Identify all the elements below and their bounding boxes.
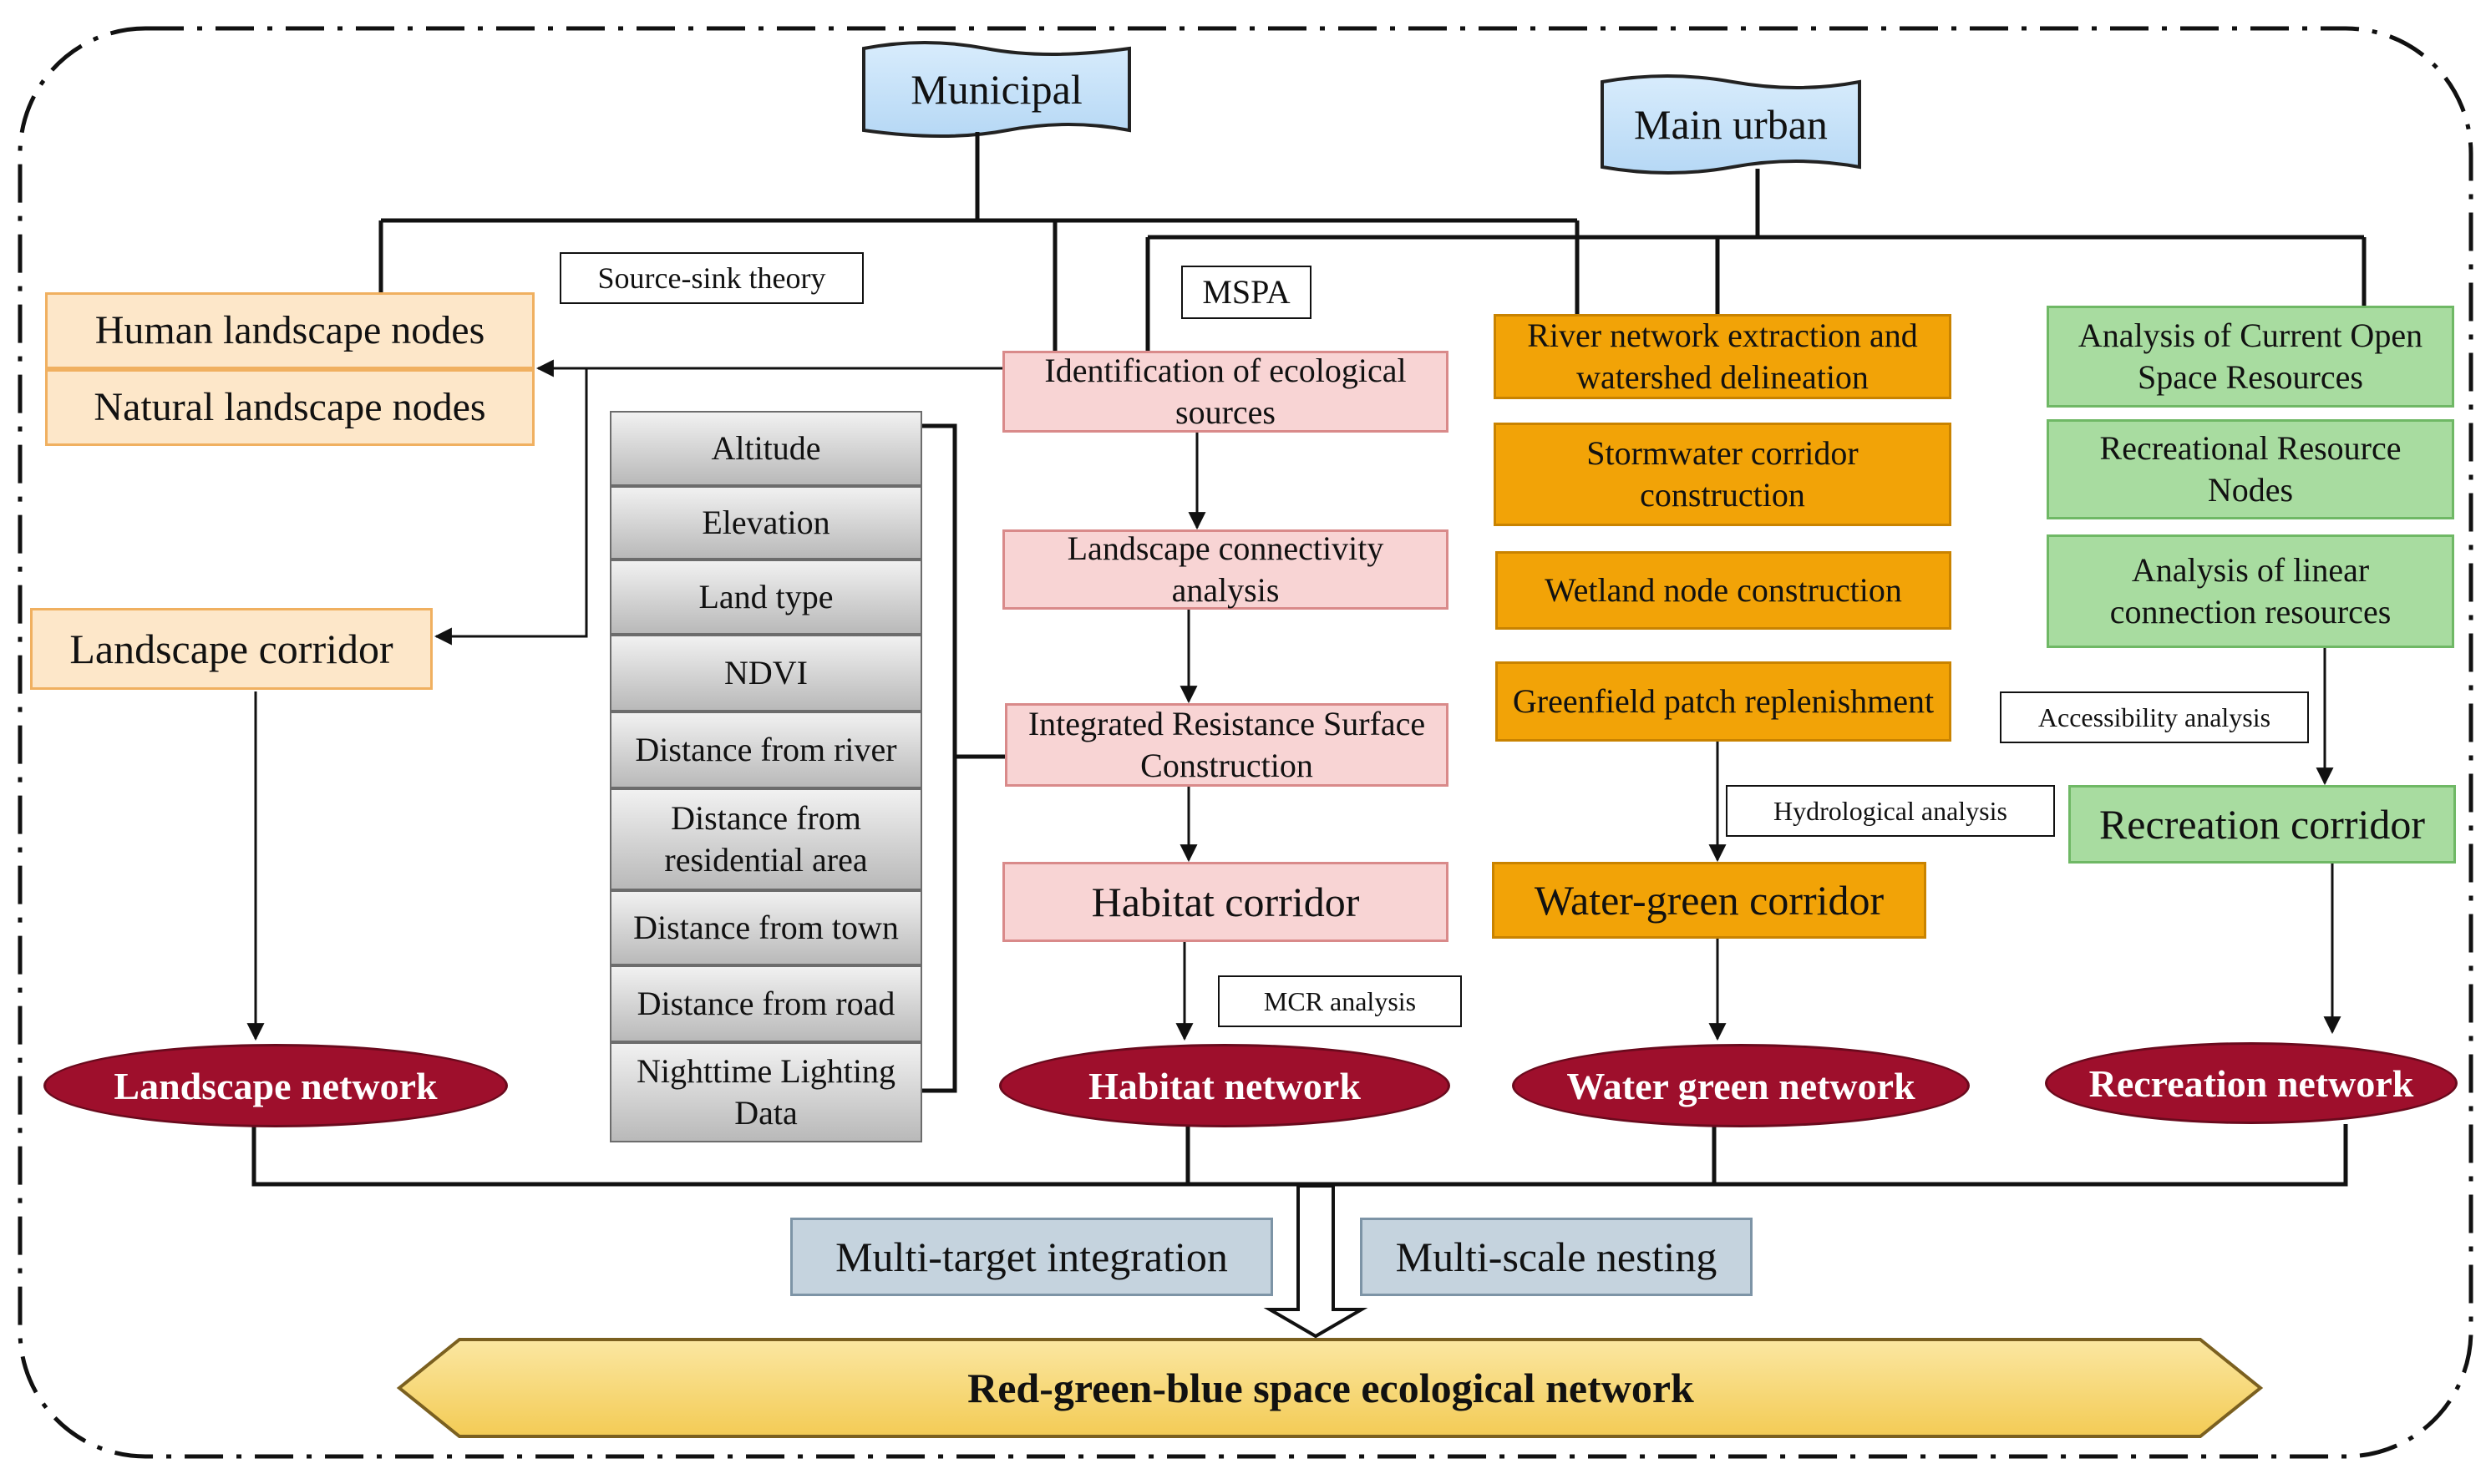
stormwater-corridor-construction: Stormwater corridor construction — [1494, 423, 1951, 526]
main-urban-flag-shape — [1601, 74, 1861, 175]
multi-target-integration: Multi-target integration — [790, 1218, 1273, 1296]
water-green-corridor: Water-green corridor — [1492, 862, 1926, 939]
landscape-connectivity-analysis: Landscape connectivity analysis — [1002, 529, 1448, 610]
factor-item: Elevation — [610, 486, 922, 560]
greenfield-patch-replenishment: Greenfield patch replenishment — [1495, 661, 1951, 742]
factor-item: Land type — [610, 560, 922, 635]
recreation-network: Recreation network — [2045, 1042, 2458, 1124]
factor-item: NDVI — [610, 635, 922, 712]
factor-item: Distance from town — [610, 890, 922, 965]
wetland-node-construction: Wetland node construction — [1495, 551, 1951, 630]
water-green-network: Water green network — [1512, 1044, 1970, 1127]
main-urban-label: Main urban — [1634, 101, 1828, 148]
final-network-title: Red-green-blue space ecological network — [967, 1364, 1694, 1411]
human-landscape-nodes: Human landscape nodes — [45, 292, 535, 369]
municipal-flag-shape — [862, 41, 1131, 138]
multi-scale-nesting: Multi-scale nesting — [1360, 1218, 1753, 1296]
analysis-of-current-open-space: Analysis of Current Open Space Resources — [2047, 306, 2454, 408]
river-network-extraction: River network extraction and watershed d… — [1494, 314, 1951, 399]
hydrological-note: Hydrological analysis — [1726, 785, 2055, 837]
habitat-network: Habitat network — [999, 1044, 1450, 1127]
municipal-label: Municipal — [911, 66, 1083, 113]
factor-item: Nighttime Lighting Data — [610, 1042, 922, 1142]
factor-item: Altitude — [610, 411, 922, 486]
recreational-resource-nodes: Recreational Resource Nodes — [2047, 419, 2454, 519]
factor-item: Distance from residential area — [610, 788, 922, 890]
integration-arrow — [1263, 1184, 1368, 1339]
landscape-network: Landscape network — [43, 1044, 508, 1127]
natural-landscape-nodes: Natural landscape nodes — [45, 369, 535, 446]
factor-item: Distance from river — [610, 712, 922, 788]
final-banner-shape — [396, 1338, 2264, 1438]
landscape-corridor: Landscape corridor — [30, 608, 433, 690]
accessibility-note: Accessibility analysis — [2000, 691, 2309, 743]
factor-item: Distance from road — [610, 965, 922, 1042]
analysis-of-linear-connection: Analysis of linear connection resources — [2047, 534, 2454, 648]
identification-of-ecological-sources: Identification of ecological sources — [1002, 351, 1448, 433]
mcr-note: MCR analysis — [1218, 975, 1462, 1027]
integrated-resistance-surface-construction: Integrated Resistance Surface Constructi… — [1005, 703, 1448, 787]
source-sink-note: Source-sink theory — [560, 252, 864, 304]
mspa-note: MSPA — [1181, 266, 1311, 319]
outer-frame — [18, 26, 2473, 1459]
recreation-corridor: Recreation corridor — [2068, 785, 2456, 864]
habitat-corridor: Habitat corridor — [1002, 862, 1448, 942]
